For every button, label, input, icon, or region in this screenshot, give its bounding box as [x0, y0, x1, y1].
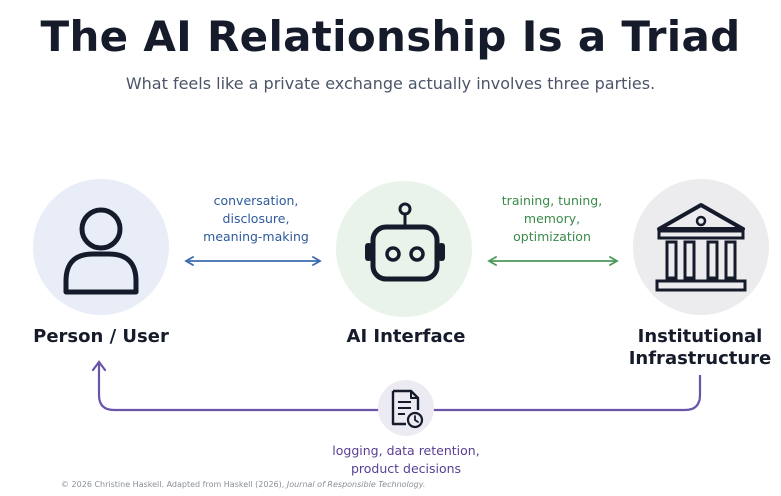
- ai-interface-node: [336, 181, 472, 317]
- ai-interface-label: AI Interface: [346, 326, 466, 347]
- edge-label-disclosure: disclosure,: [222, 211, 290, 226]
- page-subtitle: What feels like a private exchange actua…: [125, 74, 656, 93]
- institutional-label-line1: Institutional: [637, 326, 763, 347]
- edge-label-conversation: conversation,: [213, 193, 299, 208]
- person-user-node: [33, 179, 169, 315]
- person-icon: [63, 207, 139, 295]
- footer-citation: © 2026 Christine Haskell. Adapted from H…: [61, 480, 425, 489]
- person-user-label: Person / User: [33, 326, 169, 347]
- institutional-infrastructure-node: [633, 179, 769, 315]
- user-ai-edge-labels: conversation, disclosure, meaning-making: [190, 192, 322, 246]
- edge-label-logging: logging, data retention,: [332, 443, 480, 458]
- robot-icon: [365, 202, 445, 282]
- institution-user-edge-labels: logging, data retention, product decisio…: [318, 442, 494, 478]
- footer-text: © 2026 Christine Haskell. Adapted from H…: [61, 480, 285, 489]
- institutional-label-line2: Infrastructure: [628, 348, 772, 369]
- document-clock-icon: [391, 389, 424, 429]
- ai-institution-edge-labels: training, tuning, memory, optimization: [487, 192, 617, 246]
- edge-label-meaning-making: meaning-making: [203, 229, 309, 244]
- page-title: The AI Relationship Is a Triad: [40, 12, 741, 61]
- edge-label-training-tuning: training, tuning,: [501, 193, 603, 208]
- edge-label-optimization: optimization: [513, 229, 591, 244]
- edge-label-product-decisions: product decisions: [350, 461, 462, 476]
- edge-label-memory: memory,: [523, 211, 581, 226]
- footer-journal: Journal of Responsible Technology.: [286, 480, 426, 489]
- document-clock-node: [378, 380, 434, 436]
- institution-building-icon: [655, 203, 747, 292]
